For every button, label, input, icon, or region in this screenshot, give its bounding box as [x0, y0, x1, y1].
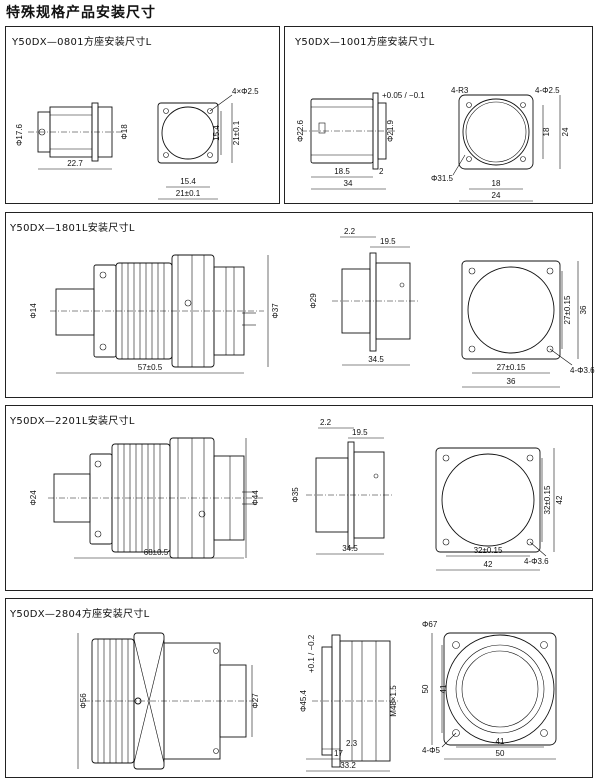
- drawing-1801: Φ14 Φ37 57±0.5 Φ29 2.2 19.5 34.5 27±0.15…: [29, 227, 595, 388]
- dim-v27: 27±0.15: [563, 295, 572, 324]
- dim-t195: 19.5: [352, 428, 368, 437]
- dim-l2: 2: [379, 167, 384, 176]
- dim-h50: 50: [496, 749, 505, 758]
- dim-d14: Φ14: [29, 303, 38, 319]
- drawing-2804: Φ56 Φ27 Φ45.4 +0.1 / −0.2 M48×1.5 2.3 17…: [77, 620, 557, 772]
- dim-h154: 15.4: [180, 177, 196, 186]
- dim-l185: 18.5: [334, 167, 350, 176]
- dim-l227: 22.7: [67, 159, 83, 168]
- dim-h18: 18: [492, 179, 501, 188]
- dim-h21: 21±0.1: [176, 189, 201, 198]
- panel-label: Y50DX—0801方座安装尺寸L: [12, 37, 152, 48]
- dim-d454tol: +0.1 / −0.2: [307, 634, 316, 673]
- dim-v18: 18: [542, 127, 551, 136]
- panel-1001: Y50DX—1001方座安装尺寸L Φ22.6 Φ21.9 +0.05 / −0…: [284, 26, 593, 204]
- dim-d226: Φ22.6: [296, 119, 305, 142]
- dim-h41: 41: [496, 737, 505, 746]
- panel-label: Y50DX—1801L安装尺寸L: [10, 223, 135, 234]
- dim-v41: 41: [439, 684, 448, 693]
- dim-4x25: 4-Φ2.5: [535, 86, 560, 95]
- dim-v42: 42: [555, 495, 564, 504]
- dim-v50: 50: [421, 684, 430, 693]
- drawing-2201: Φ24 Φ44 68±0.5 Φ35 2.2 19.5 34.5 32±0.15…: [29, 418, 564, 571]
- dim-d56: Φ56: [79, 693, 88, 709]
- dim-d18: Φ18: [120, 124, 129, 140]
- dim-m48: M48×1.5: [389, 685, 398, 717]
- panel-1801: Y50DX—1801L安装尺寸L Φ14 Φ37 57±0.5 Φ29: [5, 212, 595, 398]
- dim-l17: 17: [334, 749, 343, 758]
- panel-0801: Y50DX—0801方座安装尺寸L Φ17.6 Φ18 22.7 4×Φ2.5 …: [5, 26, 280, 204]
- dim-v36: 36: [579, 305, 588, 314]
- panel-2804: Y50DX—2804方座安装尺寸L Φ56 Φ27 Φ45.4 +0.1 / −…: [5, 598, 593, 778]
- panel-label: Y50DX—2201L安装尺寸L: [10, 416, 135, 427]
- dim-h42: 42: [484, 560, 493, 569]
- dim-l345: 34.5: [342, 544, 358, 553]
- dim-4x5: 4-Φ5: [422, 746, 440, 755]
- dim-l23: 2.3: [346, 739, 358, 748]
- dim-d37: Φ37: [271, 303, 280, 319]
- drawing-1001: Φ22.6 Φ21.9 +0.05 / −0.1 18.5 2 34 4-R3 …: [296, 86, 570, 202]
- dim-v21: 21±0.1: [232, 120, 241, 145]
- dim-l332: 33.2: [340, 761, 356, 770]
- dim-d315: Φ31.5: [431, 174, 454, 183]
- dim-4x25: 4×Φ2.5: [232, 87, 259, 96]
- dim-d176: Φ17.6: [15, 123, 24, 146]
- dim-r3: 4-R3: [451, 86, 469, 95]
- dim-t22: 2.2: [320, 418, 332, 427]
- dim-v154: 15.4: [212, 125, 221, 141]
- dim-v32: 32±0.15: [543, 485, 552, 514]
- panel-label: Y50DX—2804方座安装尺寸L: [10, 609, 150, 620]
- dim-v24: 24: [561, 127, 570, 136]
- dim-l68: 68±0.5: [144, 548, 169, 557]
- dim-d454: Φ45.4: [299, 689, 308, 712]
- dim-h36: 36: [507, 377, 516, 386]
- dim-d44: Φ44: [251, 490, 260, 506]
- dim-d27: Φ27: [251, 693, 260, 709]
- dim-4x36: 4-Φ3.6: [570, 366, 595, 375]
- panel-label: Y50DX—1001方座安装尺寸L: [295, 37, 435, 48]
- dim-l57: 57±0.5: [138, 363, 163, 372]
- dim-l345: 34.5: [368, 355, 384, 364]
- dim-d35: Φ35: [291, 487, 300, 503]
- dim-h24: 24: [492, 191, 501, 200]
- dim-d29: Φ29: [309, 293, 318, 309]
- drawing-0801: Φ17.6 Φ18 22.7 4×Φ2.5 15.4 21±0.1 15.4 2…: [15, 87, 259, 200]
- dim-t22: 2.2: [344, 227, 356, 236]
- dim-d24: Φ24: [29, 490, 38, 506]
- dim-d219tol: +0.05 / −0.1: [382, 91, 425, 100]
- dim-h27: 27±0.15: [497, 363, 526, 372]
- dim-l34: 34: [344, 179, 353, 188]
- dim-t195: 19.5: [380, 237, 396, 246]
- dim-h32: 32±0.15: [474, 546, 503, 555]
- dim-d67: Φ67: [422, 620, 438, 629]
- panel-2201: Y50DX—2201L安装尺寸L Φ24 Φ44 68±0.5 Φ35 2.2: [5, 405, 593, 591]
- dim-4x36: 4-Φ3.6: [524, 557, 549, 566]
- dim-d219: Φ21.9: [386, 119, 395, 142]
- page-title: 特殊规格产品安装尺寸: [6, 5, 156, 21]
